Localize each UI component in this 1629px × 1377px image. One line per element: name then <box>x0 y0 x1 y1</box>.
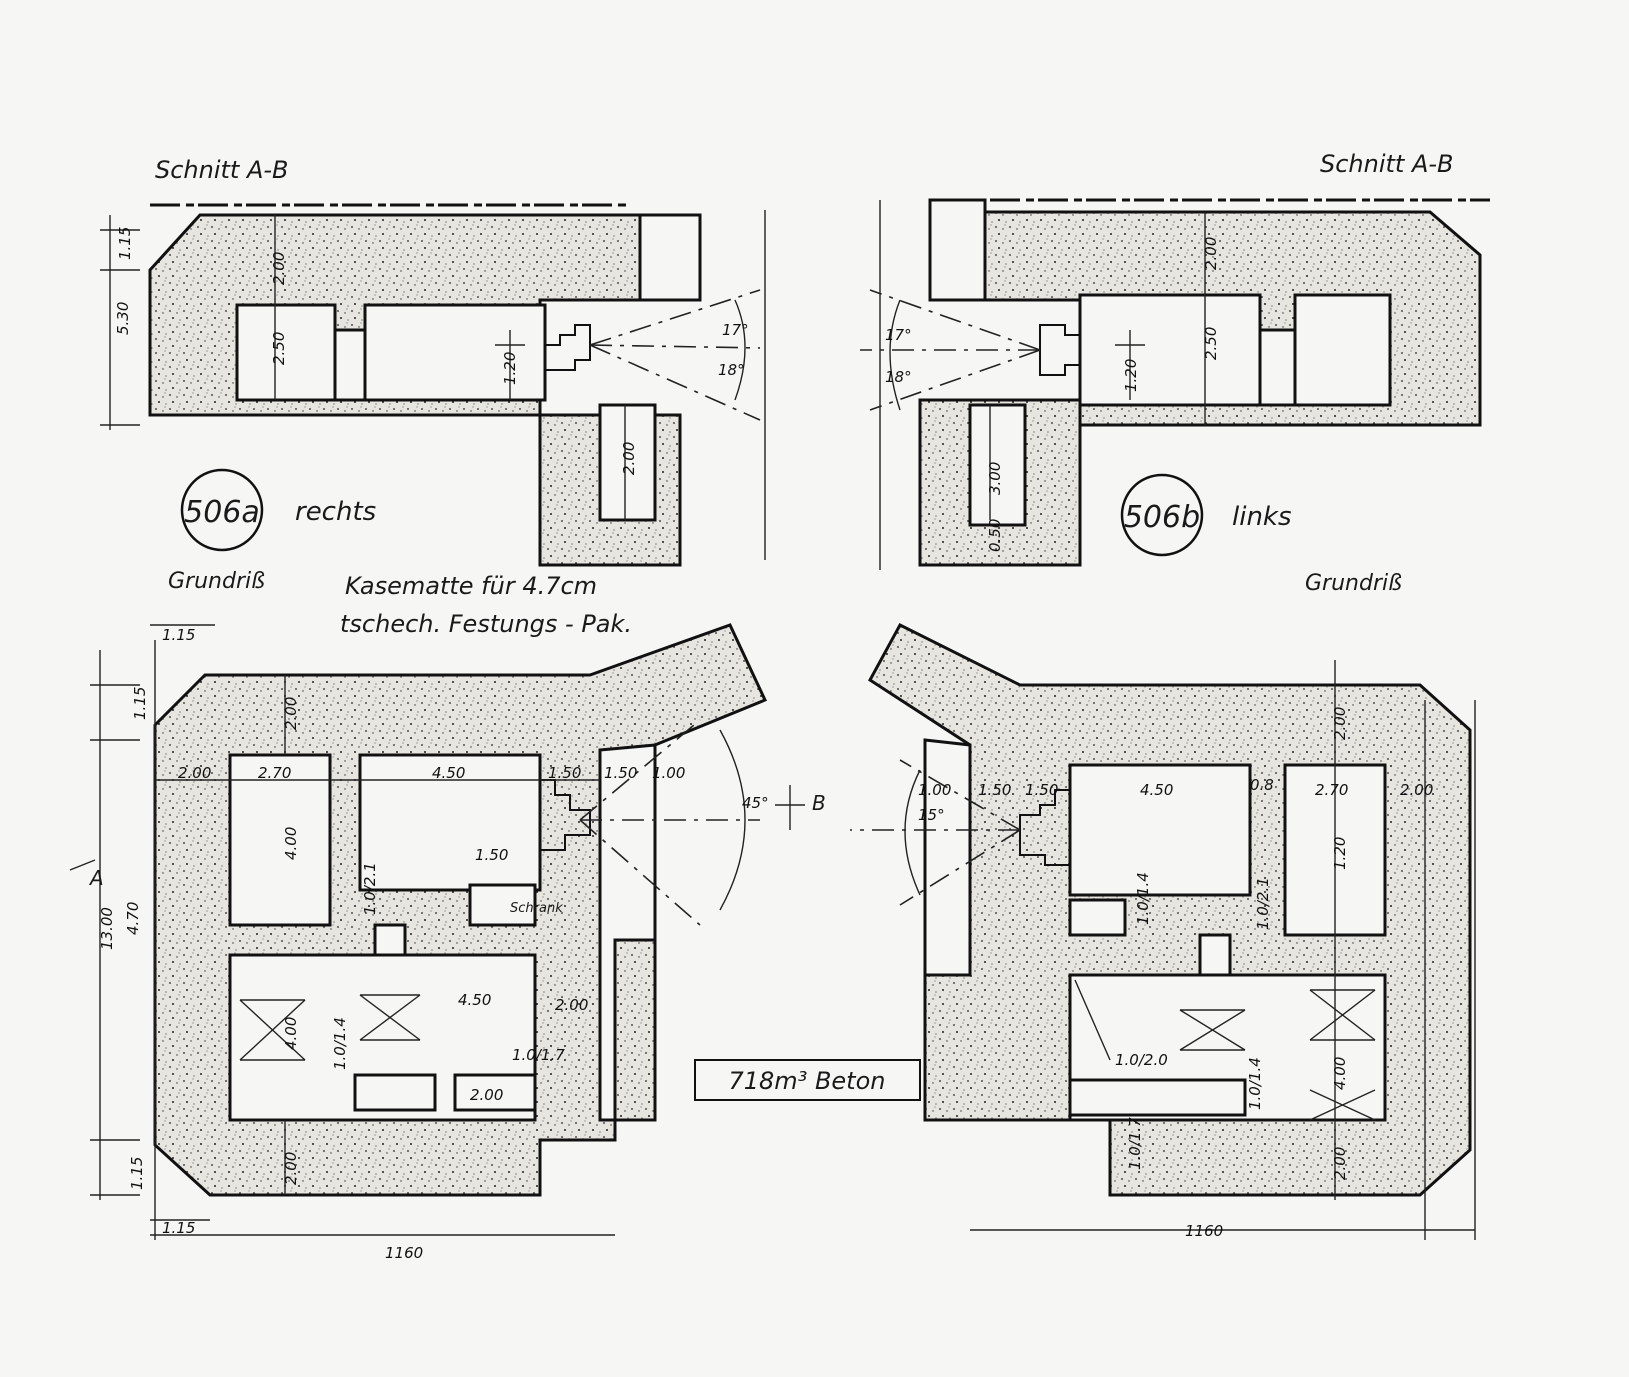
dim-left-115: 1.15 <box>116 227 134 260</box>
dim-lp-wall-200: 2.00 <box>282 697 300 730</box>
right-plan-title: Grundriß <box>1305 571 1402 596</box>
dim-left-embrasure-120: 1.20 <box>501 352 519 385</box>
concrete-volume-box <box>694 1059 921 1101</box>
dim-right-embrasure-120: 1.20 <box>1122 359 1140 392</box>
right-plan-drawing <box>850 623 1476 1240</box>
left-side-label: rechts <box>295 497 376 527</box>
right-badge-circle <box>1120 473 1204 557</box>
angle-right-17: 17° <box>885 326 912 344</box>
dim-lp-115-top: 1.15 <box>162 626 195 644</box>
dim-rp-080: 0.8 <box>1250 776 1274 794</box>
dim-left-shaft-200: 2.00 <box>620 442 638 475</box>
dim-rp-store-400: 4.00 <box>1331 1057 1349 1090</box>
dim-lp-corr-200: 2.00 <box>555 996 588 1014</box>
label-lp-schrank: Schrank <box>510 901 563 916</box>
dim-rp-side-200: 2.00 <box>1400 781 1433 799</box>
left-plan-title: Grundriß <box>168 569 265 594</box>
dim-left-roof-200: 2.00 <box>270 252 288 285</box>
dim-lp-room-400: 4.00 <box>282 827 300 860</box>
dim-lp-115-bottom: 1.15 <box>162 1219 195 1237</box>
dim-left-room-250: 2.50 <box>270 332 288 365</box>
door-rp-d: 1.0/1.7 <box>1126 1117 1144 1170</box>
left-plan-drawing <box>69 623 805 1240</box>
right-section-title: Schnitt A-B <box>1320 150 1454 178</box>
door-lp-a: 1.0/2.1 <box>361 862 379 915</box>
dim-rp-room-450: 4.50 <box>1140 781 1173 799</box>
dim-rp-wall-200: 2.00 <box>1331 707 1349 740</box>
dim-rp-150-b: 1.50 <box>1025 781 1058 799</box>
dim-right-roof-200: 2.00 <box>1202 237 1220 270</box>
dim-right-shaft-050: 0.50 <box>986 519 1004 552</box>
angle-left-18: 18° <box>718 361 745 379</box>
dim-lp-1300: 13.00 <box>98 907 116 950</box>
left-badge-circle <box>180 468 264 552</box>
dim-lp-store-450: 4.50 <box>458 991 491 1009</box>
dim-left-530: 5.30 <box>114 302 132 335</box>
dim-lp-room-270: 2.70 <box>258 764 291 782</box>
dim-lp-115-upper: 1.15 <box>131 687 149 720</box>
angle-right-18: 18° <box>885 368 912 386</box>
dim-lp-1160: 1160 <box>385 1244 423 1262</box>
dim-lp-115-lower: 1.15 <box>128 1157 146 1190</box>
left-badge-number: 506a <box>184 495 260 530</box>
dim-lp-store-400: 4.00 <box>282 1017 300 1050</box>
right-side-label: links <box>1232 502 1292 532</box>
caption-line-1: Kasematte für 4.7cm <box>345 572 597 600</box>
dim-rp-room-270: 2.70 <box>1315 781 1348 799</box>
dim-right-room-250: 2.50 <box>1202 327 1220 360</box>
dim-lp-150-b: 1.50 <box>604 764 637 782</box>
left-section-drawing <box>100 203 766 567</box>
angle-rp-15: 15° <box>918 806 945 824</box>
dim-lp-100: 1.00 <box>652 764 685 782</box>
concrete-volume-label: 718m³ Beton <box>729 1067 886 1095</box>
door-rp-c2: 1.0/1.4 <box>1246 1057 1264 1110</box>
marker-b: B <box>812 791 826 815</box>
marker-a: A <box>88 866 104 890</box>
right-badge-number: 506b <box>1124 500 1200 535</box>
dim-rp-1160: 1160 <box>1185 1222 1223 1240</box>
door-rp-b: 1.0/2.0 <box>1115 1051 1168 1069</box>
dim-lp-200-room: 2.00 <box>470 1086 503 1104</box>
door-rp-c: 1.0/1.4 <box>1134 872 1152 925</box>
dim-lp-room-450: 4.50 <box>432 764 465 782</box>
caption-line-2: tschech. Festungs - Pak. <box>340 610 632 638</box>
dim-rp-150-a: 1.50 <box>978 781 1011 799</box>
dim-rp-wall-bottom-200: 2.00 <box>1331 1147 1349 1180</box>
dim-right-shaft-300: 3.00 <box>986 462 1004 495</box>
dim-lp-wall-bottom-200: 2.00 <box>282 1152 300 1185</box>
door-rp-a: 1.0/2.1 <box>1254 877 1272 930</box>
right-section-drawing <box>860 198 1490 570</box>
angle-left-17: 17° <box>722 321 749 339</box>
dim-lp-side-200: 2.00 <box>178 764 211 782</box>
dim-lp-470: 4.70 <box>124 902 142 935</box>
dim-rp-room-120: 1.20 <box>1331 837 1349 870</box>
door-lp-c: 1.0/1.4 <box>331 1017 349 1070</box>
dim-lp-150-mid: 1.50 <box>475 846 508 864</box>
dim-rp-100: 1.00 <box>918 781 951 799</box>
dim-lp-150-a: 1.50 <box>548 764 581 782</box>
door-lp-d: 1.0/1.7 <box>512 1046 565 1064</box>
angle-lp-45: 45° <box>742 794 769 812</box>
left-section-title: Schnitt A-B <box>155 156 289 184</box>
